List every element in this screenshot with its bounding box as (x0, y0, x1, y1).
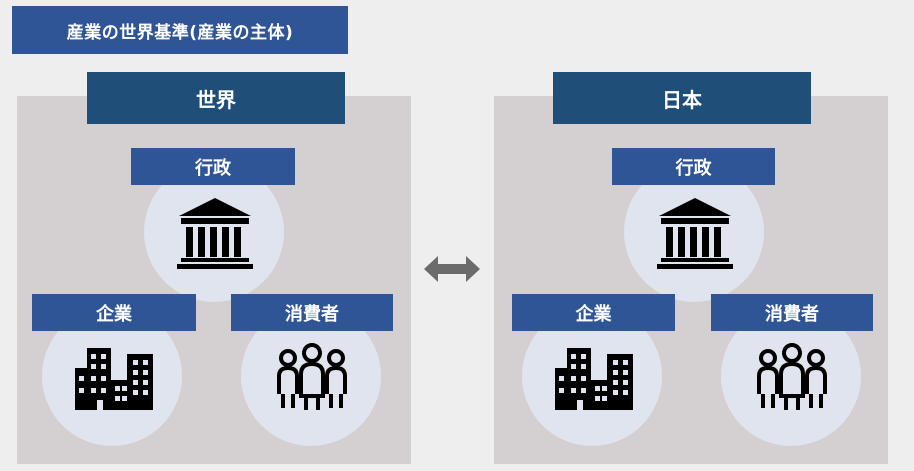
world-header: 世界 (87, 72, 345, 124)
people-group-icon (757, 343, 827, 410)
japan-header: 日本 (553, 72, 811, 124)
japan-consumer-label: 消費者 (711, 294, 873, 331)
office-buildings-icon (555, 348, 633, 410)
japan-government-label: 行政 (612, 148, 775, 185)
government-building-icon (177, 198, 253, 269)
government-building-icon (657, 198, 733, 269)
office-buildings-icon (75, 348, 153, 410)
diagram-title: 産業の世界基準(産業の主体) (12, 6, 348, 54)
world-consumer-label: 消費者 (231, 294, 393, 331)
double-arrow-icon (424, 256, 480, 282)
world-government-label: 行政 (131, 148, 295, 185)
people-group-icon (277, 343, 347, 410)
japan-company-label: 企業 (512, 294, 675, 331)
world-company-label: 企業 (32, 294, 196, 331)
